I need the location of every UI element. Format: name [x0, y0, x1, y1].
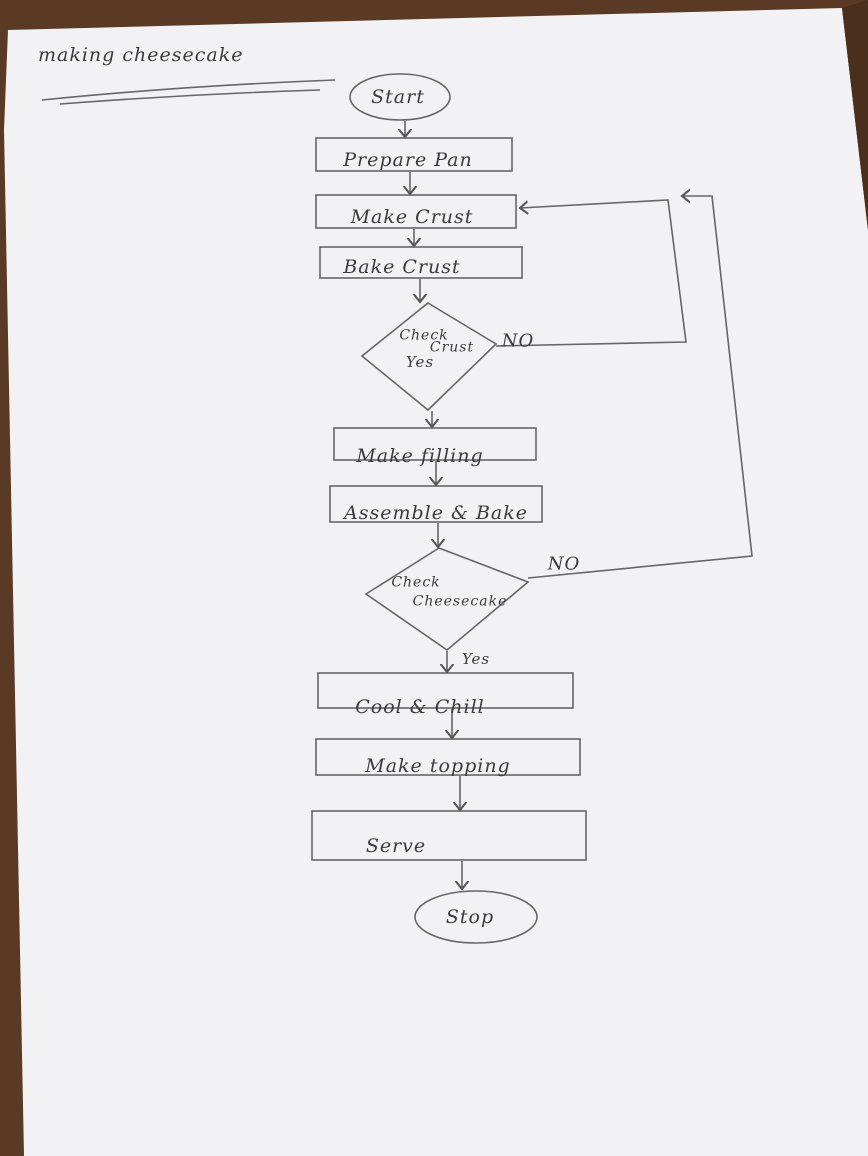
stop-label: Stop: [445, 906, 495, 928]
cool-chill-label: Cool & Chill: [355, 696, 485, 718]
prepare-pan-box: [315, 137, 513, 172]
serve-label: Serve: [365, 835, 427, 857]
diagram-title: making cheesecake: [38, 44, 244, 66]
check-crust-diamond: [360, 302, 498, 412]
bake-crust-label: Bake Crust: [343, 256, 461, 278]
crust-yes-label: Yes: [405, 353, 435, 371]
cheesecake-no-label: NO: [547, 553, 581, 575]
crust-no-label: NO: [501, 330, 535, 352]
start-terminal: [349, 73, 451, 121]
title-underline: [41, 79, 336, 101]
make-topping-label: Make topping: [365, 755, 511, 777]
title-underline-2: [59, 89, 321, 105]
assemble-bake-label: Assemble & Bake: [343, 502, 529, 524]
check-crust-label-2: Crust: [429, 339, 475, 356]
start-label: Start: [371, 86, 425, 108]
prepare-pan-label: Prepare Pan: [343, 149, 473, 171]
check-cheesecake-diamond: [364, 547, 530, 652]
serve-box: [311, 810, 587, 861]
check-cheesecake-label-2: Cheesecake: [412, 593, 508, 610]
make-filling-label: Make filling: [356, 445, 484, 467]
check-cheesecake-label-1: Check: [391, 574, 441, 591]
make-crust-label: Make Crust: [350, 206, 474, 228]
cheesecake-yes-label: Yes: [461, 650, 491, 668]
stop-terminal: [414, 890, 538, 944]
check-crust-label-1: Check: [399, 327, 449, 344]
